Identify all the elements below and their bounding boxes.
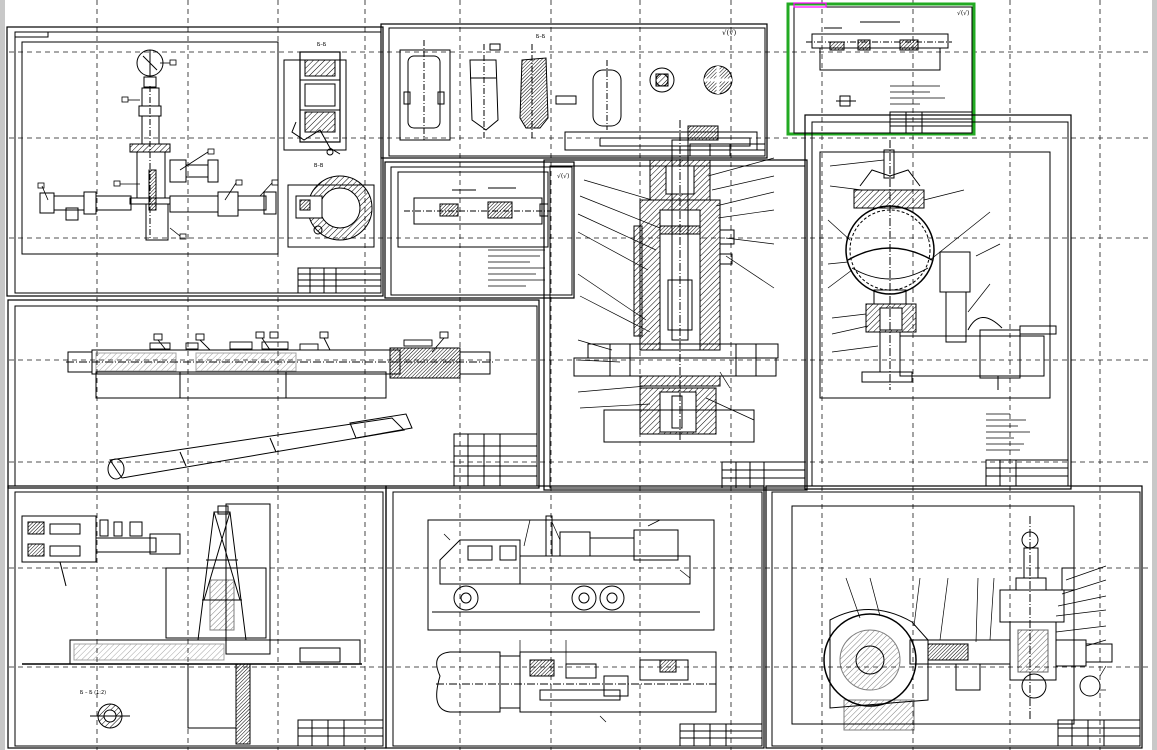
sheet-long-shaft[interactable] bbox=[7, 299, 540, 489]
title-block bbox=[297, 719, 384, 747]
spec-stack bbox=[986, 413, 1030, 451]
sheet-ball-valve[interactable] bbox=[804, 114, 1072, 490]
sheet-mixer-parts[interactable]: √(√) Б–Б bbox=[380, 23, 768, 159]
title-block bbox=[297, 267, 382, 294]
roughness-mark: √(√) bbox=[722, 29, 737, 37]
sheet-wellhead-assembly[interactable]: Б–Б В–В bbox=[6, 26, 384, 297]
title-block bbox=[985, 459, 1069, 487]
horizontal-scrollbar[interactable] bbox=[1152, 0, 1157, 750]
roughness-mark-valve: √(√) bbox=[557, 173, 569, 180]
sheet-rig-layout[interactable]: Б – Б (1:2) bbox=[7, 485, 387, 749]
section-label-rig: Б – Б (1:2) bbox=[80, 690, 106, 696]
title-block bbox=[1057, 719, 1141, 747]
sheet-pump-unit[interactable] bbox=[765, 485, 1143, 749]
title-block bbox=[453, 433, 538, 487]
spec-stack bbox=[890, 85, 945, 105]
section-label-v: В–В bbox=[314, 163, 324, 169]
title-block bbox=[721, 461, 806, 489]
section-label-parts: Б–Б bbox=[536, 34, 546, 40]
title-block bbox=[679, 723, 763, 747]
sheet-truck-unit[interactable] bbox=[385, 485, 765, 749]
spec-stack bbox=[488, 249, 545, 287]
section-label-b: Б–Б bbox=[317, 42, 327, 48]
sheet-valve-section[interactable]: √(√) bbox=[543, 120, 808, 491]
roughness-mark-small: √(√) bbox=[957, 10, 969, 17]
sheet-small-detail[interactable]: √(√) bbox=[786, 2, 976, 136]
sheet-shaft-detail[interactable] bbox=[384, 161, 575, 299]
vertical-scrollbar[interactable] bbox=[0, 0, 5, 750]
